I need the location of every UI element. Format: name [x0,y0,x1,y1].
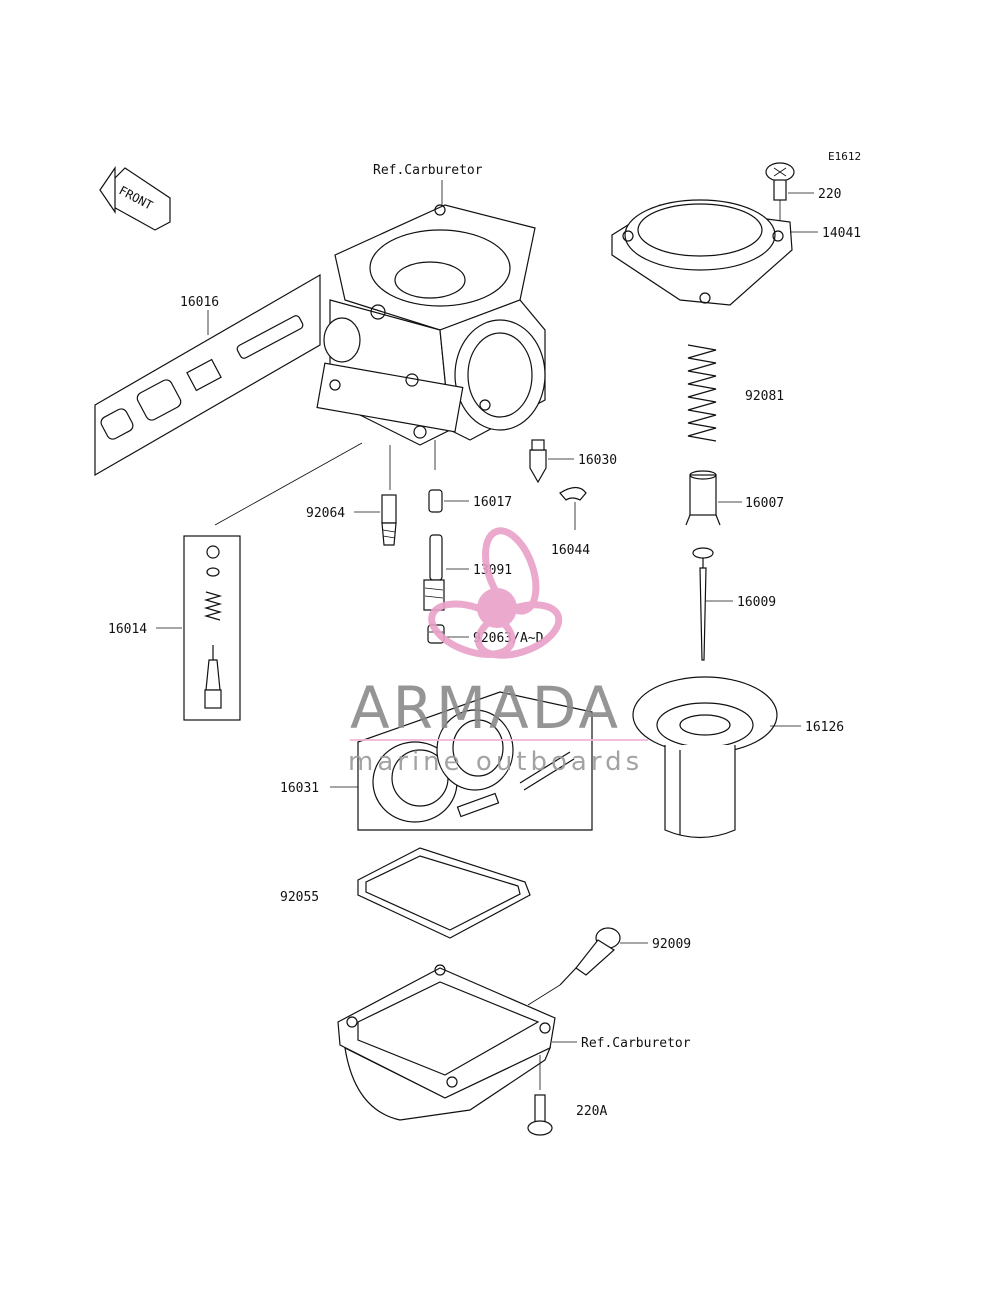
jet-holder-16017-drawing [428,489,443,513]
label-16016: 16016 [180,295,219,310]
cover-14041-drawing [611,199,793,306]
label-16044: 16044 [551,543,590,558]
needle-jet-13091-drawing [423,534,445,611]
label-92055: 92055 [280,890,319,905]
carburetor-body-drawing [316,204,546,446]
screw-92064-drawing [381,494,397,546]
label-14041: 14041 [822,226,861,241]
armada-watermark: ARMADA marine outboards [348,527,648,777]
diagram-code: E1612 [828,150,861,163]
watermark-brand: ARMADA [350,674,621,742]
label-16014: 16014 [108,622,147,637]
spring-92081-drawing [687,344,717,442]
diaphragm-16126-drawing [632,676,778,839]
front-arrow-icon: FRONT [99,166,171,231]
label-16031: 16031 [280,781,319,796]
gasket-92055-drawing [357,847,531,939]
clip-16044-drawing [559,486,587,530]
kit-16014-drawing [183,535,241,721]
label-220: 220 [818,187,841,202]
label-16009: 16009 [737,595,776,610]
label-92063: 92063/A~D [473,631,544,646]
label-92064: 92064 [306,506,345,521]
label-16017: 16017 [473,495,512,510]
propeller-logo-icon [428,527,563,659]
holder-16007-drawing [685,470,721,526]
float-bowl-drawing [337,964,556,1121]
label-220a: 220A [576,1104,607,1119]
needle-16009-drawing [692,547,714,661]
screw-92009-drawing [527,927,621,1006]
label-16126: 16126 [805,720,844,735]
kit-16016-drawing [94,273,321,477]
watermark-tagline: marine outboards [348,747,643,777]
label-16007: 16007 [745,496,784,511]
label-92009: 92009 [652,937,691,952]
screw-220-drawing [765,162,795,232]
ref-carburetor-bottom: Ref.Carburetor [581,1036,691,1051]
float-valve-16030-drawing [529,439,547,484]
throttle-kit-16031-drawing [357,691,593,831]
screw-220a-drawing [527,1055,553,1136]
label-16030: 16030 [578,453,617,468]
ref-carburetor-top: Ref.Carburetor [373,163,483,178]
label-92081: 92081 [745,389,784,404]
label-13091: 13091 [473,563,512,578]
